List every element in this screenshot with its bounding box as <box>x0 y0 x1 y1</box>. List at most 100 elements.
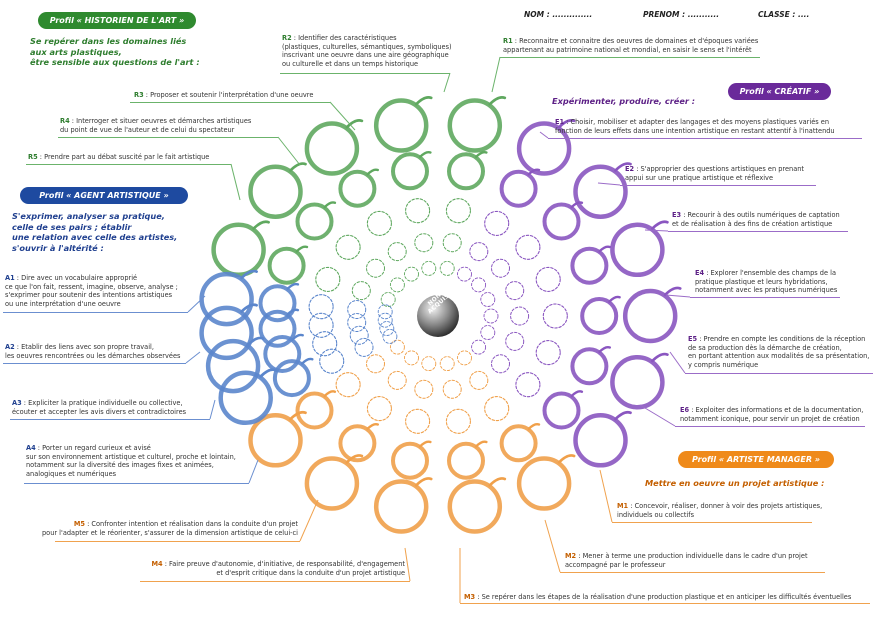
level-circle-a3-ring-1[interactable] <box>199 305 254 361</box>
level-circle-m5-ring-2[interactable] <box>295 391 334 430</box>
level-circle-r5-ring-2[interactable] <box>447 152 485 191</box>
level-circle-a1-ring-3[interactable] <box>319 348 345 374</box>
level-circle-a2-ring-2[interactable] <box>263 335 302 373</box>
level-circle-m1-ring-4[interactable] <box>469 370 489 390</box>
level-circle-a2-ring-1[interactable] <box>205 338 261 394</box>
level-circle-e3-ring-1[interactable] <box>610 222 665 278</box>
level-circle-r2-ring-4[interactable] <box>366 258 385 278</box>
level-circle-r2-ring-2[interactable] <box>295 202 334 241</box>
level-circle-a3-ring-3[interactable] <box>308 312 334 338</box>
level-circle-e1-ring-4[interactable] <box>469 242 489 262</box>
level-circle-m3-ring-2[interactable] <box>391 441 429 480</box>
level-circle-e2-ring-3[interactable] <box>515 234 541 260</box>
level-circle-e3-ring-5[interactable] <box>480 292 496 307</box>
level-circle-r4-ring-5[interactable] <box>421 260 437 276</box>
level-circle-e3-ring-3[interactable] <box>535 266 561 292</box>
level-circle-e2-ring-5[interactable] <box>471 277 487 293</box>
level-circle-a4-ring-2[interactable] <box>258 284 297 323</box>
level-circle-m1-ring-5[interactable] <box>457 350 472 366</box>
level-circle-a3-ring-4[interactable] <box>347 313 367 332</box>
level-circle-r4-ring-1[interactable] <box>373 98 429 153</box>
level-circle-m4-ring-3[interactable] <box>366 396 392 422</box>
level-circle-a4-ring-3[interactable] <box>308 294 334 320</box>
level-circle-a2-ring-5[interactable] <box>379 321 395 336</box>
level-circle-a2-ring-3[interactable] <box>312 331 338 357</box>
level-circle-a4-ring-5[interactable] <box>377 304 393 320</box>
level-circle-m4-ring-5[interactable] <box>404 350 419 366</box>
level-circle-r1-ring-4[interactable] <box>351 281 371 301</box>
level-circle-m4-ring-2[interactable] <box>338 424 377 463</box>
level-circle-r5-ring-4[interactable] <box>442 233 462 253</box>
level-circle-m3-ring-1[interactable] <box>373 479 429 534</box>
level-circle-e2-ring-1[interactable] <box>573 164 628 219</box>
level-circle-m2-ring-4[interactable] <box>442 379 462 399</box>
level-circle-e6-ring-4[interactable] <box>491 354 510 374</box>
level-circle-m3-ring-3[interactable] <box>405 408 431 434</box>
level-circle-a2-ring-4[interactable] <box>349 325 369 345</box>
level-circle-e6-ring-2[interactable] <box>542 391 581 430</box>
level-circle-r1-ring-3[interactable] <box>315 266 341 292</box>
level-circle-m1-ring-1[interactable] <box>516 456 572 511</box>
level-circle-e2-ring-4[interactable] <box>491 258 510 278</box>
level-circle-r5-ring-5[interactable] <box>439 260 455 276</box>
nom-field[interactable]: NOM : .............. <box>524 10 593 19</box>
level-circle-r5-ring-3[interactable] <box>445 198 471 224</box>
level-circle-e1-ring-3[interactable] <box>484 210 510 236</box>
level-circle-e5-ring-5[interactable] <box>480 325 496 340</box>
level-circle-r1-ring-2[interactable] <box>267 246 306 285</box>
level-circle-r3-ring-4[interactable] <box>387 242 407 262</box>
level-circle-m1-ring-3[interactable] <box>484 396 510 422</box>
level-circle-m4-ring-1[interactable] <box>304 456 360 511</box>
level-circle-a3-ring-2[interactable] <box>258 309 297 348</box>
level-circle-a4-ring-4[interactable] <box>347 300 367 319</box>
level-circle-m5-ring-1[interactable] <box>248 413 303 468</box>
level-circle-m5-ring-5[interactable] <box>389 339 405 355</box>
level-circle-r3-ring-3[interactable] <box>366 210 392 236</box>
level-circle-e4-ring-4[interactable] <box>510 306 530 326</box>
level-circle-r2-ring-3[interactable] <box>335 234 361 260</box>
level-circle-r2-ring-5[interactable] <box>389 277 405 293</box>
level-circle-e1-ring-1[interactable] <box>516 121 572 176</box>
level-circle-a3-ring-5[interactable] <box>377 312 393 328</box>
level-circle-e4-ring-1[interactable] <box>622 288 678 344</box>
level-circle-a1-ring-5[interactable] <box>382 328 398 344</box>
level-circle-e4-ring-2[interactable] <box>580 297 619 335</box>
level-circle-m2-ring-3[interactable] <box>445 408 471 434</box>
level-circle-e6-ring-1[interactable] <box>573 413 628 468</box>
level-circle-m3-ring-5[interactable] <box>421 356 437 372</box>
level-circle-e5-ring-3[interactable] <box>535 340 561 366</box>
level-circle-e5-ring-2[interactable] <box>570 347 609 386</box>
level-circle-r2-ring-1[interactable] <box>248 164 303 219</box>
level-circle-r3-ring-5[interactable] <box>404 266 419 282</box>
level-circle-a1-ring-1[interactable] <box>218 370 273 426</box>
level-circle-e3-ring-4[interactable] <box>505 281 525 301</box>
level-circle-r4-ring-2[interactable] <box>391 152 429 191</box>
level-circle-m2-ring-1[interactable] <box>447 479 503 534</box>
level-circle-r4-ring-4[interactable] <box>414 233 434 253</box>
level-circle-m4-ring-4[interactable] <box>387 370 407 390</box>
classe-field[interactable]: CLASSE : .... <box>758 10 810 19</box>
level-circle-m2-ring-5[interactable] <box>439 356 455 372</box>
level-circle-e5-ring-4[interactable] <box>505 331 525 351</box>
level-circle-e2-ring-2[interactable] <box>542 202 581 241</box>
level-circle-e6-ring-3[interactable] <box>515 372 541 398</box>
level-circle-e1-ring-2[interactable] <box>499 169 538 208</box>
level-circle-r1-ring-5[interactable] <box>380 292 396 307</box>
level-circle-a1-ring-4[interactable] <box>354 337 374 357</box>
level-circle-m2-ring-2[interactable] <box>447 441 485 480</box>
level-circle-e5-ring-1[interactable] <box>610 354 665 410</box>
level-circle-e3-ring-2[interactable] <box>570 246 609 285</box>
level-circle-e4-ring-5[interactable] <box>483 308 499 324</box>
level-circle-m5-ring-3[interactable] <box>335 372 361 398</box>
level-circle-e6-ring-5[interactable] <box>471 339 487 355</box>
level-circle-a1-ring-2[interactable] <box>272 359 311 398</box>
level-circle-e1-ring-5[interactable] <box>457 266 472 282</box>
level-circle-m5-ring-4[interactable] <box>366 354 385 374</box>
level-circle-m1-ring-2[interactable] <box>499 424 538 463</box>
prenom-field[interactable]: PRENOM : ........... <box>643 10 720 19</box>
level-circle-r5-ring-1[interactable] <box>447 98 503 153</box>
level-circle-a4-ring-1[interactable] <box>199 271 254 327</box>
level-circle-e4-ring-3[interactable] <box>542 303 568 329</box>
level-circle-r1-ring-1[interactable] <box>211 222 266 278</box>
level-circle-m3-ring-4[interactable] <box>414 379 434 399</box>
